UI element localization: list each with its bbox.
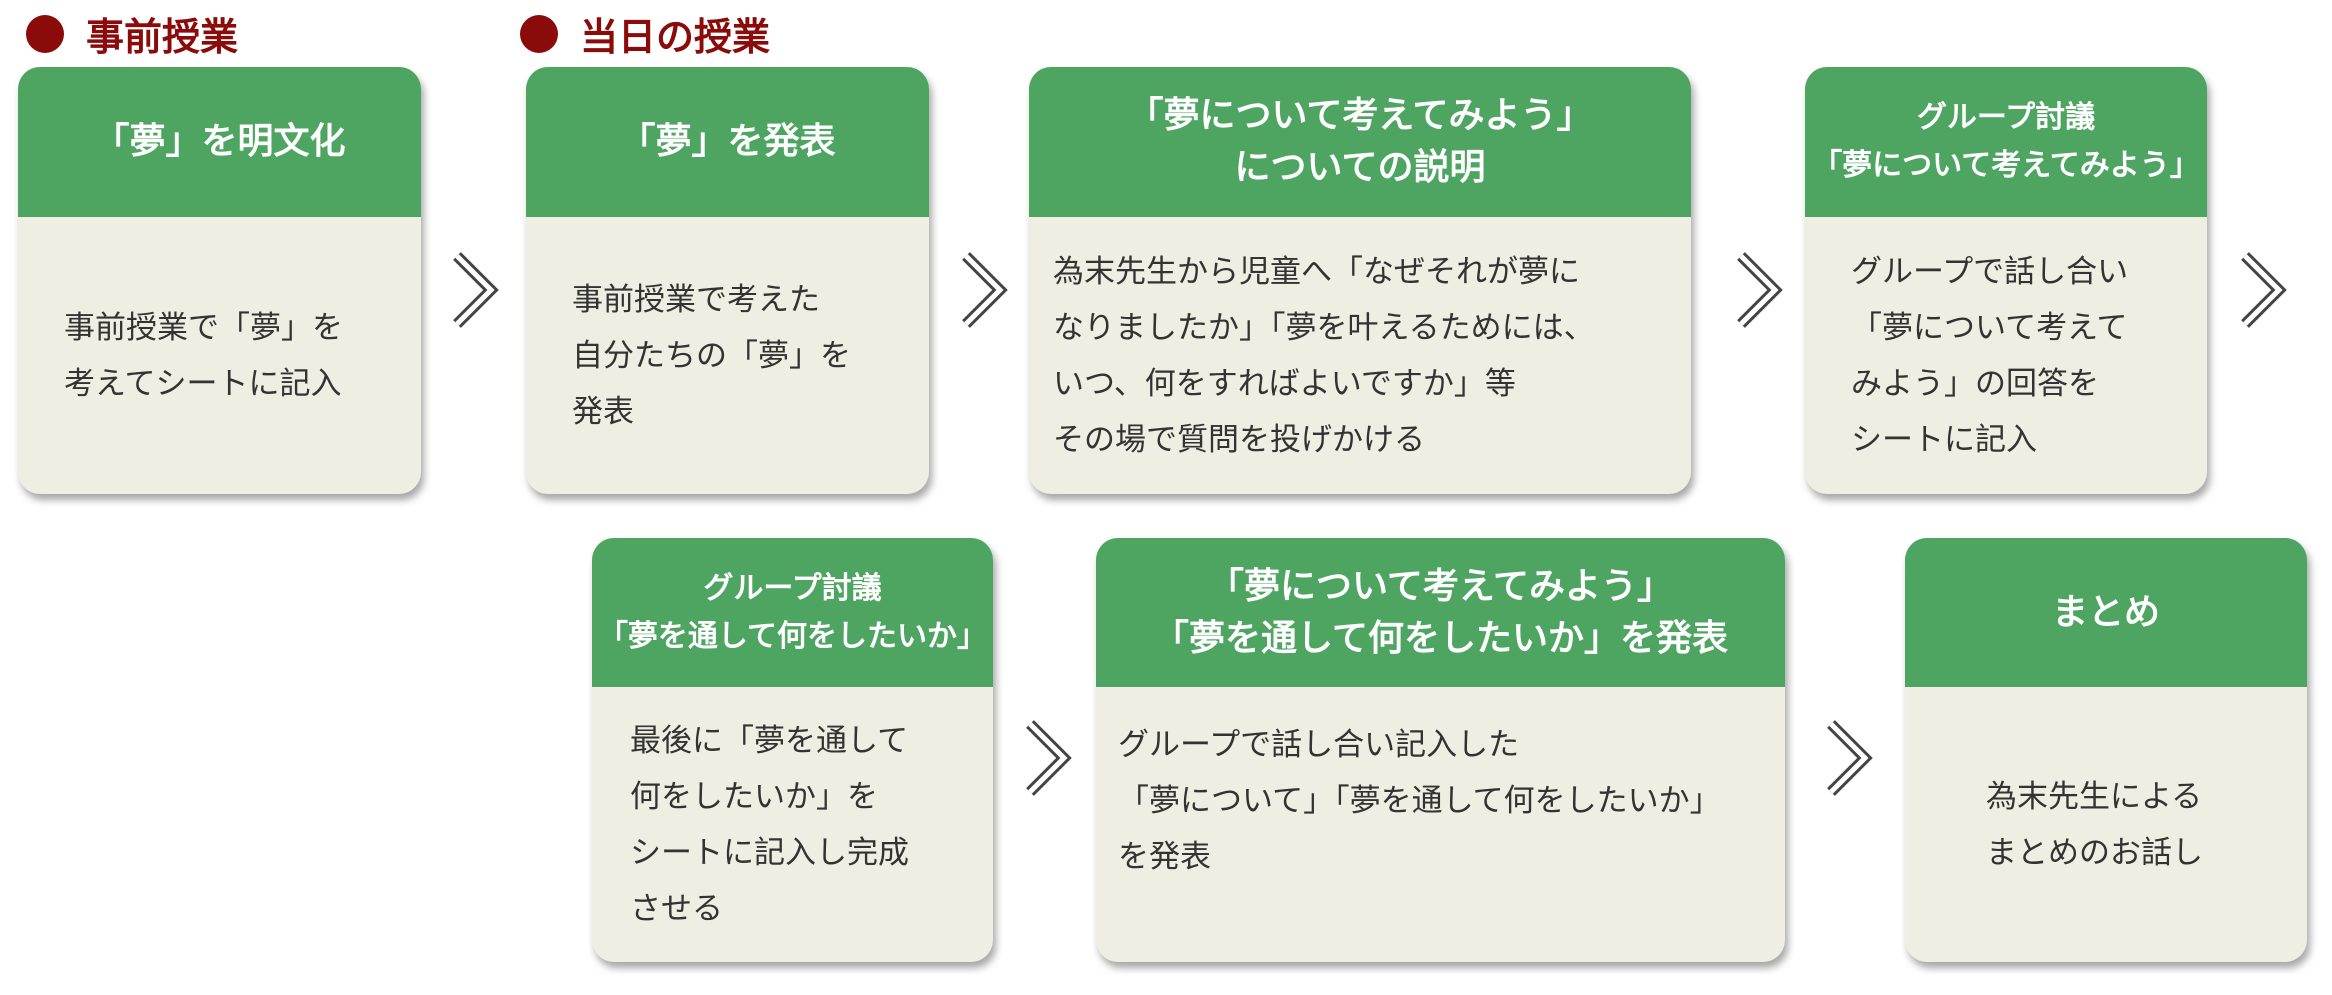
step-body-line: シートに記入し完成 [630, 834, 909, 871]
chevron-right-icon [453, 252, 499, 328]
step-body-line: その場で質問を投げかける [1053, 421, 1425, 458]
step-title-line: 「夢を通して何をしたいか」を発表 [1153, 617, 1728, 659]
step-body-line: を発表 [1118, 839, 1211, 875]
step-body-line: 事前授業で考えた [572, 281, 820, 318]
step-header: 「夢について考えてみよう」 「夢を通して何をしたいか」を発表 [1096, 538, 1785, 687]
step-card-4: グループ討議 「夢について考えてみよう」 グループで話し合い 「夢について考えて… [1805, 67, 2207, 494]
chevron-right-icon [1737, 252, 1783, 328]
step-body-line: シートに記入 [1851, 421, 2037, 458]
section-title: 当日の授業 [580, 15, 771, 59]
step-title-line: 「夢」を明文化 [93, 121, 346, 162]
section-heading-pre-class: 事前授業 [26, 6, 238, 61]
step-header: まとめ [1905, 538, 2307, 687]
chevron-right-icon [2241, 252, 2287, 328]
step-body-line: 発表 [572, 393, 634, 430]
step-header: 「夢について考えてみよう」 についての説明 [1029, 67, 1691, 217]
step-card-1: 「夢」を明文化 事前授業で「夢」を 考えてシートに記入 [18, 67, 421, 494]
step-body-line: 何をしたいか」を [630, 778, 878, 815]
step-header: グループ討議 「夢を通して何をしたいか」 [592, 538, 993, 687]
step-body-line: なりましたか」「夢を叶えるためには、 [1053, 309, 1595, 346]
step-body: 為末先生による まとめのお話し [1905, 687, 2307, 962]
chevron-right-icon [962, 252, 1008, 328]
step-body: 最後に「夢を通して 何をしたいか」を シートに記入し完成 させる [592, 687, 993, 962]
step-body: 事前授業で「夢」を 考えてシートに記入 [18, 217, 421, 494]
step-card-3: 「夢について考えてみよう」 についての説明 為末先生から児童へ「なぜそれが夢に … [1029, 67, 1691, 494]
step-title-line: まとめ [2051, 591, 2160, 633]
step-title-line: 「夢」を発表 [619, 121, 836, 162]
step-body-line: 為末先生から児童へ「なぜそれが夢に [1053, 253, 1580, 290]
step-title-line: 「夢を通して何をしたいか」 [597, 618, 988, 654]
chevron-right-icon [1026, 720, 1072, 796]
section-heading-day-class: 当日の授業 [520, 6, 770, 61]
step-card-2: 「夢」を発表 事前授業で考えた 自分たちの「夢」を 発表 [526, 67, 929, 494]
step-body-line: 為末先生による [1986, 778, 2203, 815]
step-header: 「夢」を発表 [526, 67, 929, 217]
step-body-line: 事前授業で「夢」を [64, 309, 343, 346]
step-body-line: みよう」の回答を [1851, 365, 2099, 402]
step-title-line: グループ討議 [1916, 100, 2096, 135]
step-title-line: についての説明 [1234, 147, 1486, 188]
step-title-line: 「夢について考えてみよう」 [1207, 565, 1674, 607]
step-title-line: 「夢について考えてみよう」 [1812, 148, 2200, 183]
step-body: グループで話し合い記入した 「夢について」「夢を通して何をしたいか」 を発表 [1096, 687, 1785, 962]
step-body-line: グループで話し合い [1851, 253, 2129, 290]
bullet-dot-icon [26, 14, 64, 53]
step-card-7: まとめ 為末先生による まとめのお話し [1905, 538, 2307, 962]
bullet-dot-icon [520, 14, 558, 53]
step-body: グループで話し合い 「夢について考えて みよう」の回答を シートに記入 [1805, 217, 2207, 494]
step-body: 事前授業で考えた 自分たちの「夢」を 発表 [526, 217, 929, 494]
step-title-line: 「夢について考えてみよう」 [1127, 95, 1593, 136]
step-body-line: いつ、何をすればよいですか」等 [1053, 365, 1516, 402]
chevron-right-icon [1827, 720, 1873, 796]
section-title: 事前授業 [86, 15, 239, 59]
step-title-line: グループ討議 [703, 570, 882, 606]
step-body-line: 「夢について考えて [1851, 309, 2128, 346]
step-body-line: 考えてシートに記入 [64, 365, 342, 402]
step-body-line: 自分たちの「夢」を [572, 337, 851, 374]
step-header: グループ討議 「夢について考えてみよう」 [1805, 67, 2207, 217]
step-body-line: グループで話し合い記入した [1118, 727, 1520, 763]
step-body: 為末先生から児童へ「なぜそれが夢に なりましたか」「夢を叶えるためには、 いつ、… [1029, 217, 1691, 494]
step-card-6: 「夢について考えてみよう」 「夢を通して何をしたいか」を発表 グループで話し合い… [1096, 538, 1785, 962]
step-body-line: 最後に「夢を通して [630, 722, 909, 759]
step-header: 「夢」を明文化 [18, 67, 421, 217]
step-body-line: まとめのお話し [1986, 834, 2203, 871]
step-body-line: させる [630, 890, 723, 927]
step-body-line: 「夢について」「夢を通して何をしたいか」 [1118, 783, 1721, 819]
step-card-5: グループ討議 「夢を通して何をしたいか」 最後に「夢を通して 何をしたいか」を … [592, 538, 993, 962]
